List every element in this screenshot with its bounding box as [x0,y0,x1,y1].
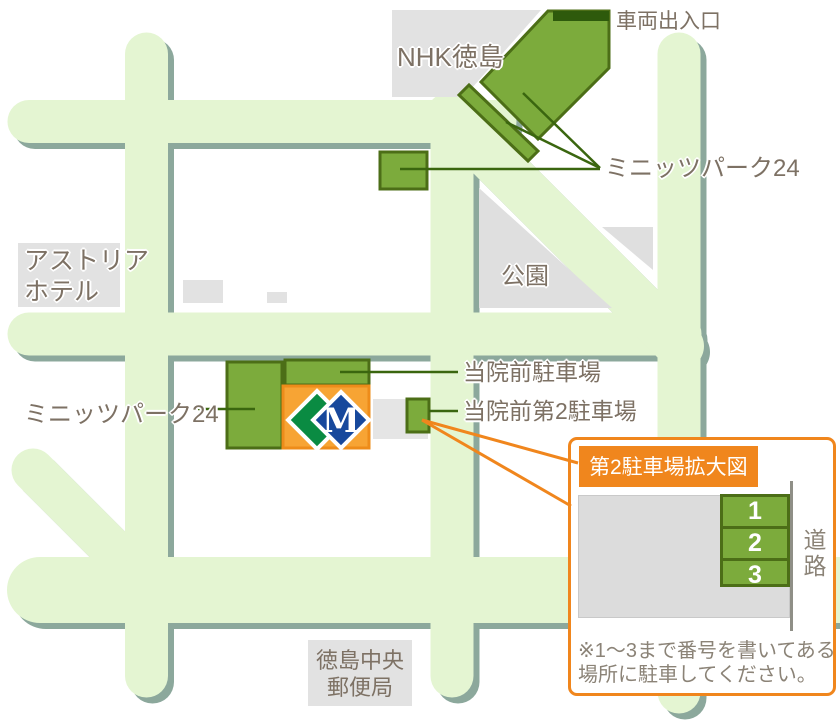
line-to-nhk-parking-main [522,92,601,169]
vehicle-entrance-label: 車両出入口 [616,10,721,33]
hotel-label: アストリア ホテル [24,246,149,307]
second-parking-inset: 第2駐車場拡大図 1 2 3 道路 ※1〜3まで番号を書いてある 場所に駐車して… [568,437,836,696]
inset-road-line [790,481,793,631]
inset-note-line2: 場所に駐車してください。 [578,664,817,686]
post-office-building [308,640,412,706]
nhk-label: NHK徳島 [397,42,504,72]
hotel-label-line2: ホテル [24,277,100,306]
nhk-building [392,10,541,97]
clinic-front-parking [283,358,371,387]
post-office-label-line2: 郵便局 [326,674,393,700]
pointer-lines [198,92,601,413]
small-triangle [602,227,653,270]
inset-road-label: 道路 [800,528,826,580]
clinic-parking2-label: 当院前第2駐車場 [463,398,637,424]
logo-letter-m: M [322,401,360,441]
post-office-label: 徳島中央 郵便局 [308,648,412,702]
line-to-nhk-parking-strip [505,120,601,170]
stall-2: 2 [723,526,787,558]
inset-note-line1: ※1〜3まで番号を書いてある [578,640,836,662]
minutes-park-right-label: ミニッツパーク24 [605,155,800,182]
clinic-parking-label: 当院前駐車場 [463,359,601,385]
parking-areas [225,9,611,450]
inset-title-badge: 第2駐車場拡大図 [579,446,758,487]
small-block-1 [183,280,223,303]
road-diagonal-stub [11,448,132,569]
hotel-label-line1: アストリア [24,247,150,275]
vehicle-entrance-bar [553,11,609,21]
small-block-2 [267,292,287,303]
hotel-building [18,243,120,307]
park-label: 公園 [501,263,549,290]
park-triangle [479,188,612,308]
clinic-logo [281,384,372,452]
inset-stalls: 1 2 3 [720,494,790,590]
gray-buildings [18,10,653,706]
logo-blue-diamond-icon [310,389,372,451]
minutes-park-upper [378,150,429,191]
post-office-label-line1: 徳島中央 [315,648,404,673]
stall-3: 3 [723,558,787,590]
minutes-park-left [225,360,284,450]
road-diagonal [426,92,704,370]
nhk-parking-strip [456,82,541,164]
clinic-front-parking2 [405,397,431,434]
stall-1: 1 [748,497,762,525]
minutes-park-left-label: ミニッツパーク24 [24,401,219,428]
